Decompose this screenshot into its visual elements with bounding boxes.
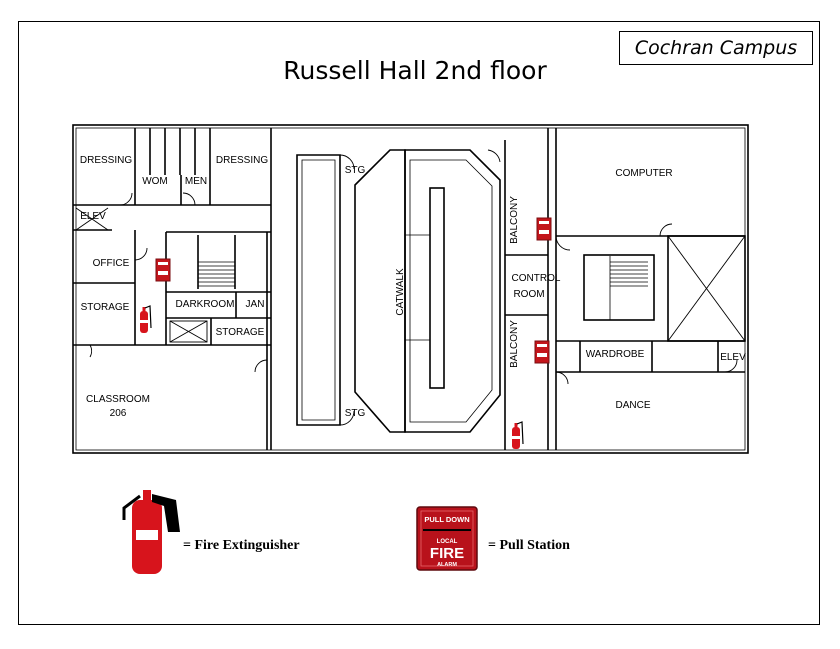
- room-catwalk: CATWALK: [395, 268, 406, 316]
- room-stage-bottom: STG: [345, 408, 366, 419]
- room-storage-left: STORAGE: [81, 302, 130, 313]
- room-storage-middle: STORAGE: [216, 327, 265, 338]
- room-darkroom: DARKROOM: [176, 299, 235, 310]
- room-elevator-left: ELEV: [80, 211, 106, 222]
- room-classroom-number: 206: [110, 408, 127, 419]
- room-office: OFFICE: [93, 258, 130, 269]
- pull-station-icon: PULL DOWN LOCAL FIRE ALARM: [416, 506, 478, 571]
- page-frame: [18, 21, 820, 625]
- fire-extinguisher-icon: [511, 421, 524, 450]
- room-computer: COMPUTER: [615, 168, 672, 179]
- page-title: Russell Hall 2nd floor: [283, 56, 547, 85]
- pull-station-text-top: PULL DOWN: [424, 515, 469, 524]
- pull-station-icon: [155, 258, 171, 282]
- fire-extinguisher-icon: [139, 305, 152, 334]
- pull-station-text-local: LOCAL: [437, 539, 458, 545]
- room-stage-top: STG: [345, 165, 366, 176]
- campus-label: Cochran Campus: [619, 31, 813, 65]
- room-janitor: JAN: [246, 299, 265, 310]
- legend-pull-station-label: = Pull Station: [488, 538, 570, 553]
- room-wardrobe: WARDROBE: [586, 349, 645, 360]
- pull-station-text-fire: FIRE: [430, 545, 464, 562]
- room-elevator-right: ELEV: [720, 352, 746, 363]
- pull-station-text-alarm: ALARM: [437, 562, 457, 568]
- legend-extinguisher-label: = Fire Extinguisher: [183, 538, 300, 553]
- pull-station-icon: [536, 217, 552, 241]
- room-balcony-top: BALCONY: [509, 196, 520, 244]
- room-balcony-bottom: BALCONY: [509, 320, 520, 368]
- room-classroom-label: CLASSROOM: [86, 394, 150, 405]
- room-control-room: ROOM: [513, 289, 544, 300]
- pull-station-icon: [534, 340, 550, 364]
- room-mens-restroom: MEN: [185, 176, 207, 187]
- room-dressing-left: DRESSING: [80, 155, 132, 166]
- room-dressing-right: DRESSING: [216, 155, 268, 166]
- room-control-label: CONTROL: [512, 273, 561, 284]
- room-womens-restroom: WOM: [142, 176, 168, 187]
- fire-extinguisher-icon: [122, 490, 180, 574]
- room-dance: DANCE: [615, 400, 650, 411]
